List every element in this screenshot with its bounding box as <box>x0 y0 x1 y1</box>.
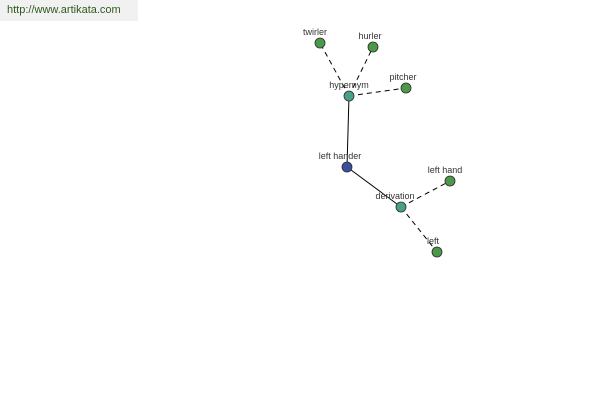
node-label-twirler[interactable]: twirler <box>303 27 327 37</box>
node-pitcher[interactable] <box>400 82 412 94</box>
edge-derivation-left-hand <box>400 180 451 208</box>
node-hurler[interactable] <box>367 41 379 53</box>
graph-edges <box>319 42 451 253</box>
node-label-left-hander[interactable]: left hander <box>319 151 362 161</box>
node-left[interactable] <box>431 246 443 258</box>
edge-left-hander-derivation <box>346 166 402 208</box>
graph-nodes <box>314 37 456 258</box>
node-label-left[interactable]: left <box>427 236 440 246</box>
node-twirler[interactable] <box>314 37 326 49</box>
edge-hypernym-hurler <box>348 46 374 97</box>
url-banner: http://www.artikata.com <box>0 0 138 21</box>
node-label-hypernym[interactable]: hypernym <box>329 80 369 90</box>
node-label-derivation[interactable]: derivation <box>375 191 414 201</box>
graph-labels: twirler hurler pitcher hypernym left hander l… <box>303 27 462 246</box>
node-derivation[interactable] <box>395 201 407 213</box>
edge-derivation-left <box>400 206 438 253</box>
node-left-hander[interactable] <box>341 161 353 173</box>
edge-hypernym-twirler <box>319 42 350 97</box>
node-label-pitcher[interactable]: pitcher <box>389 72 416 82</box>
edge-left-hander-hypernym <box>346 95 350 168</box>
edge-hypernym-pitcher <box>348 87 407 97</box>
node-left-hand[interactable] <box>444 175 456 187</box>
url-link[interactable]: http://www.artikata.com <box>7 4 121 16</box>
node-hypernym[interactable] <box>343 90 355 102</box>
node-label-hurler[interactable]: hurler <box>358 31 381 41</box>
node-label-left-hand[interactable]: left hand <box>428 165 463 175</box>
